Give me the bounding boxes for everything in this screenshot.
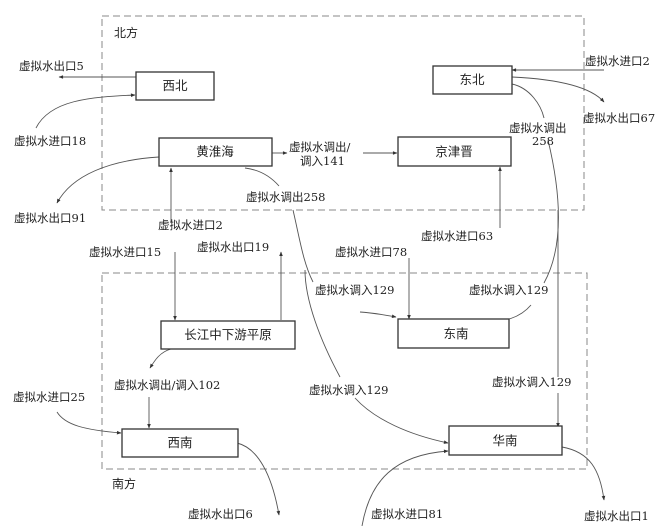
label-cj-xn-transfer: 虚拟水调出/调入102 <box>114 378 220 392</box>
svg-text:东北: 东北 <box>459 72 485 87</box>
node-xinan: 西南 <box>121 428 239 458</box>
north-region-label: 北方 <box>114 25 138 40</box>
svg-text:西南: 西南 <box>167 435 192 450</box>
node-changjiang: 长江中下游平原 <box>160 320 296 350</box>
svg-text:华南: 华南 <box>492 433 517 448</box>
label-dn-import: 虚拟水进口78 <box>335 245 407 259</box>
node-dongbei: 东北 <box>432 65 513 95</box>
label-cj-import: 虚拟水进口15 <box>89 245 161 259</box>
node-xibei: 西北 <box>135 71 215 101</box>
label-hn-transfer-in-a: 虚拟水调入129 <box>309 383 388 397</box>
dongbei-to-dongnan-curve-lower <box>543 139 559 284</box>
node-dongnan: 东南 <box>397 318 510 349</box>
node-huanghuaihai: 黄淮海 <box>158 137 273 167</box>
node-huanan: 华南 <box>448 425 563 456</box>
hn-import-arrow <box>361 449 449 526</box>
label-dn-transfer-in-a: 虚拟水调入129 <box>315 283 394 297</box>
label-hhh-import: 虚拟水进口2 <box>158 218 223 232</box>
dongbei-to-dongnan-curve <box>511 83 545 119</box>
label-dongbei-export: 虚拟水出口67 <box>583 111 655 125</box>
label-hn-export: 虚拟水出口1 <box>584 509 649 523</box>
node-jingjinjin: 京津晋 <box>397 136 512 167</box>
label-dongbei-import: 虚拟水进口2 <box>585 54 650 68</box>
svg-text:西北: 西北 <box>162 78 188 93</box>
hhh-export-arrow <box>56 156 160 204</box>
svg-text:黄淮海: 黄淮海 <box>196 144 234 159</box>
hhh-transfer-out-curve <box>244 167 280 187</box>
hn-export-arrow <box>561 446 606 501</box>
cj-to-xn-curve <box>149 348 172 369</box>
hhh-to-dongnan-arrow <box>359 311 397 319</box>
xn-export-arrow <box>236 442 281 516</box>
dongbei-export-arrow <box>511 76 605 103</box>
label-xibei-import: 虚拟水进口18 <box>14 134 86 148</box>
hhh-to-dongnan-curve <box>292 209 314 283</box>
label-xn-export: 虚拟水出口6 <box>188 507 253 521</box>
label-hhh-jjj-transfer-2: 调入141 <box>300 154 345 168</box>
label-cj-export: 虚拟水出口19 <box>197 240 269 254</box>
xibei-import-arrow <box>35 93 136 129</box>
hhh-to-huanan-upper-curve <box>304 269 341 378</box>
label-dongbei-transfer-1: 虚拟水调出 <box>509 121 567 135</box>
label-xibei-export: 虚拟水出口5 <box>19 59 84 73</box>
label-hn-transfer-in-b: 虚拟水调入129 <box>492 375 571 389</box>
label-xn-import: 虚拟水进口25 <box>13 390 85 404</box>
north-region <box>101 15 585 211</box>
hhh-to-huanan-arrow <box>354 397 449 444</box>
svg-text:东南: 东南 <box>443 326 468 341</box>
xn-import-arrow <box>56 411 122 435</box>
label-dn-transfer-in-b: 虚拟水调入129 <box>469 283 548 297</box>
label-hhh-export: 虚拟水出口91 <box>14 211 86 225</box>
svg-text:京津晋: 京津晋 <box>435 144 473 159</box>
label-hhh-jjj-transfer-1: 虚拟水调出/ <box>289 140 350 154</box>
south-region <box>101 272 588 470</box>
svg-text:长江中下游平原: 长江中下游平原 <box>184 327 272 342</box>
label-hn-import: 虚拟水进口81 <box>371 507 443 521</box>
label-jjj-import: 虚拟水进口63 <box>421 229 493 243</box>
label-dongbei-transfer-2: 258 <box>532 134 554 148</box>
label-hhh-transfer-out: 虚拟水调出258 <box>246 190 325 204</box>
south-region-label: 南方 <box>112 476 136 491</box>
